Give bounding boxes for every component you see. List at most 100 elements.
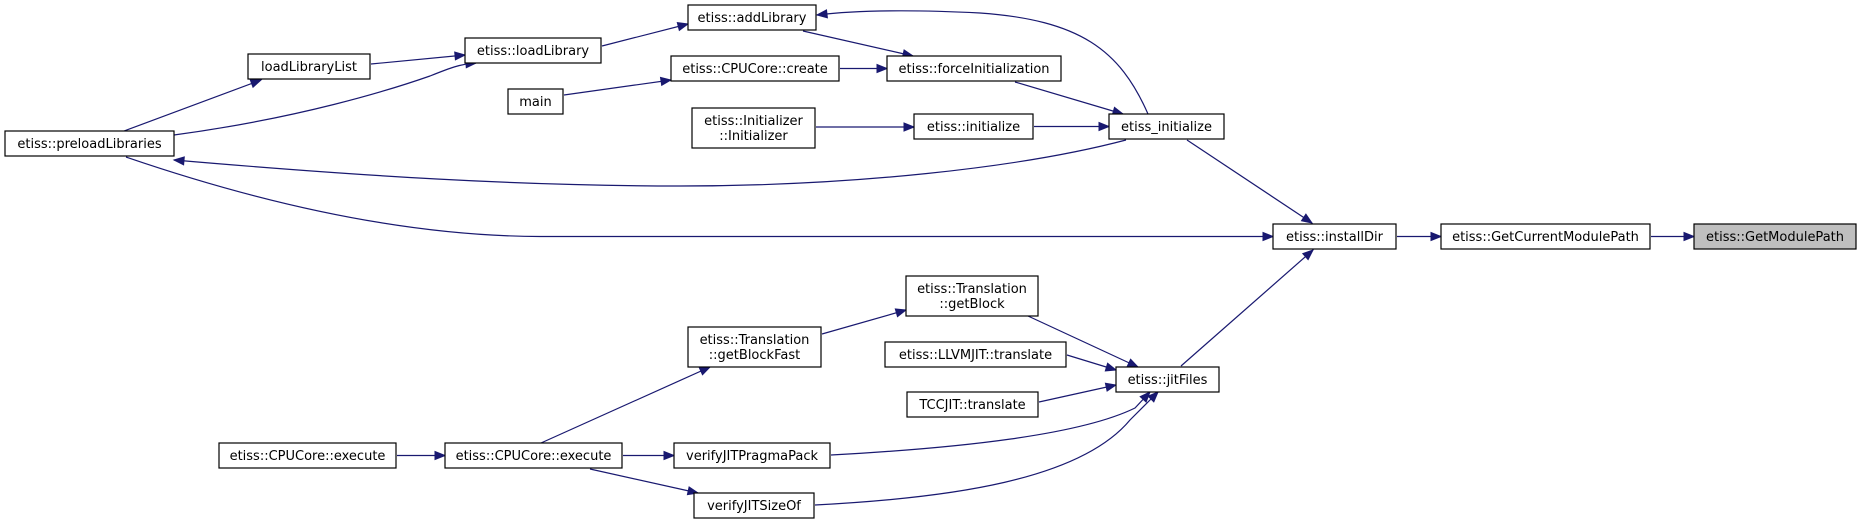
node-box	[691, 107, 816, 149]
node-label: ::getBlock	[939, 297, 1005, 312]
edge-preloadLibraries-to-installDir	[125, 156, 1275, 242]
node-box	[905, 275, 1039, 317]
node-label: etiss::CPUCore::execute	[230, 449, 386, 464]
arrowhead	[894, 308, 908, 318]
edge-line	[173, 139, 1127, 187]
node-cpuCoreExecute[interactable]: etiss::CPUCore::execute	[444, 442, 623, 469]
edge-line	[814, 391, 1159, 506]
edge-etissInitialize-to-addLibrary	[815, 9, 1149, 115]
node-box	[1272, 223, 1397, 250]
edge-verifyPragmaPack-to-jitFiles	[830, 391, 1151, 456]
arrowhead	[434, 450, 447, 461]
node-box	[687, 326, 822, 368]
node-cpuCoreExecute2[interactable]: etiss::CPUCore::execute	[218, 442, 397, 469]
node-box	[1108, 113, 1225, 140]
arrowhead	[663, 450, 676, 461]
edge-line	[821, 309, 907, 335]
edge-cpuCoreExecute-to-getBlockFast	[540, 366, 712, 444]
node-jitFiles[interactable]: etiss::jitFiles	[1115, 366, 1220, 393]
edge-llvmTranslate-to-jitFiles	[1066, 354, 1118, 372]
node-label: etiss::Translation	[917, 282, 1027, 297]
node-preloadLibraries[interactable]: etiss::preloadLibraries	[4, 130, 175, 157]
node-label: etiss::GetModulePath	[1706, 230, 1844, 245]
node-label: etiss::forceInitialization	[898, 62, 1049, 77]
node-cpuCoreCreate[interactable]: etiss::CPUCore::create	[670, 55, 840, 82]
arrowhead	[1301, 249, 1315, 261]
nodes-layer: etiss::GetModulePath etiss::GetCurrentMod…	[4, 4, 1857, 519]
edge-line	[563, 79, 672, 96]
node-label: etiss::Translation	[700, 333, 810, 348]
node-label: etiss::CPUCore::create	[682, 62, 828, 77]
arrowhead	[1147, 391, 1159, 403]
edge-line	[370, 54, 466, 65]
node-label: etiss_initialize	[1121, 120, 1212, 135]
node-installDir[interactable]: etiss::installDir	[1272, 223, 1397, 250]
edge-line	[802, 30, 914, 57]
edge-main-to-cpuCoreCreate	[563, 76, 673, 96]
node-box	[1115, 366, 1220, 393]
node-label: ::getBlockFast	[709, 348, 800, 363]
arrowhead	[815, 9, 828, 19]
node-loadLibrary[interactable]: etiss::loadLibrary	[464, 37, 602, 64]
arrowhead	[659, 76, 673, 87]
node-label: etiss::initialize	[927, 120, 1020, 135]
edge-line	[816, 10, 1149, 115]
node-label: TCCJIT::translate	[918, 398, 1025, 413]
node-verifySizeOf[interactable]: verifyJITSizeOf	[693, 492, 815, 519]
node-label: main	[519, 95, 551, 110]
edge-tccTranslate-to-jitFiles	[1038, 382, 1118, 403]
node-box	[913, 113, 1034, 140]
node-box	[4, 130, 175, 157]
node-getBlock[interactable]: etiss::Translation::getBlock	[905, 275, 1039, 317]
node-forceInitialization[interactable]: etiss::forceInitialization	[886, 55, 1062, 82]
edge-line	[589, 468, 699, 494]
node-llvmTranslate[interactable]: etiss::LLVMJIT::translate	[884, 341, 1067, 368]
arrowhead	[1098, 121, 1111, 132]
node-getModulePath[interactable]: etiss::GetModulePath	[1693, 223, 1857, 250]
node-box	[886, 55, 1062, 82]
node-box	[673, 442, 831, 469]
node-label: verifyJITSizeOf	[707, 499, 801, 514]
node-label: etiss::preloadLibraries	[17, 137, 161, 152]
edge-getBlockFast-to-getBlock	[821, 308, 908, 335]
edge-line	[1180, 249, 1314, 367]
node-initialize[interactable]: etiss::initialize	[913, 113, 1034, 140]
node-label: etiss::jitFiles	[1128, 373, 1208, 388]
edge-etissInitialize-to-installDir	[1186, 139, 1314, 224]
arrowhead	[454, 51, 467, 61]
node-main[interactable]: main	[507, 88, 564, 115]
node-tccTranslate[interactable]: TCCJIT::translate	[906, 391, 1039, 418]
edge-cpuCoreExecute-to-verifySizeOf	[589, 468, 700, 496]
arrowhead	[1139, 391, 1151, 403]
edge-verifySizeOf-to-jitFiles	[814, 391, 1159, 506]
node-addLibrary[interactable]: etiss::addLibrary	[687, 4, 817, 31]
node-verifyPragmaPack[interactable]: verifyJITPragmaPack	[673, 442, 831, 469]
edge-line	[123, 79, 262, 132]
node-box	[670, 55, 840, 82]
node-box	[464, 37, 602, 64]
node-etissInitialize[interactable]: etiss_initialize	[1108, 113, 1225, 140]
edge-line	[1027, 315, 1139, 368]
node-label: etiss::addLibrary	[698, 11, 807, 26]
arrowhead	[1683, 231, 1696, 242]
edge-preloadLibraries-to-loadLibraryList	[123, 79, 263, 132]
node-box	[884, 341, 1067, 368]
edge-initialize-to-etissInitialize	[1034, 121, 1111, 132]
edge-line	[540, 366, 711, 444]
edge-installDir-to-getCurrentModulePath	[1397, 231, 1443, 242]
node-label: etiss::Initializer	[704, 114, 803, 129]
node-getBlockFast[interactable]: etiss::Translation::getBlockFast	[687, 326, 822, 368]
arrowhead	[1262, 231, 1275, 242]
node-label: verifyJITPragmaPack	[686, 449, 818, 464]
edge-loadLibraryList-to-loadLibrary	[370, 51, 467, 65]
edge-line	[830, 391, 1151, 456]
edge-line	[1038, 384, 1117, 403]
edge-etissInitialize-to-preloadLibraries	[172, 139, 1127, 187]
node-getCurrentModulePath[interactable]: etiss::GetCurrentModulePath	[1440, 223, 1651, 250]
node-initializerCtor[interactable]: etiss::Initializer::Initializer	[691, 107, 816, 149]
node-loadLibraryList[interactable]: loadLibraryList	[247, 53, 371, 80]
edge-line	[173, 62, 477, 136]
arrowhead	[903, 122, 916, 132]
edge-loadLibrary-to-addLibrary	[601, 22, 690, 47]
